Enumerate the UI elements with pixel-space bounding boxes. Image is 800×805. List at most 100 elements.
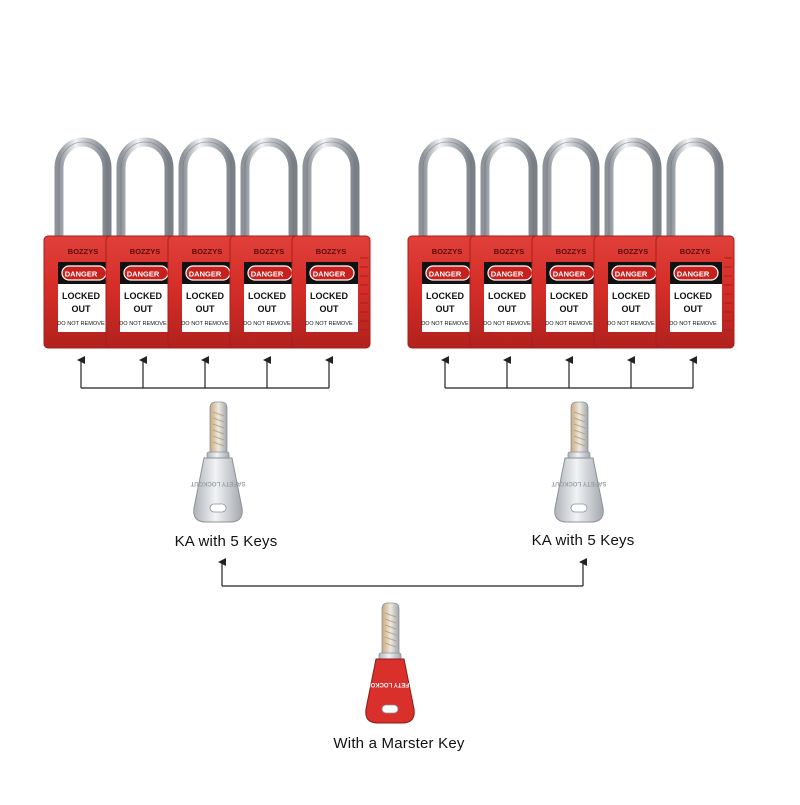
- danger-oval: [309, 265, 355, 281]
- tag-header-text: DANGER: [429, 270, 462, 279]
- key-cut: [573, 441, 586, 447]
- brand-text: BOZZYS: [68, 247, 98, 256]
- key-cut: [212, 435, 225, 441]
- tag-line1-text: LOCKED: [550, 291, 589, 301]
- shackle-outline: [182, 141, 232, 240]
- brand-text: BOZZYS: [130, 247, 160, 256]
- padlock-icon: BOZZYS DANGER LOCKED OUT DO NOT REMOVE: [43, 137, 123, 349]
- shackle-outline: [608, 141, 658, 240]
- brand-text: BOZZYS: [680, 247, 710, 256]
- tag-line1-text: LOCKED: [186, 291, 225, 301]
- key-head: [193, 457, 243, 523]
- key-hole: [209, 503, 227, 513]
- tag-header-text: DANGER: [491, 270, 524, 279]
- shackle-outline: [244, 141, 294, 240]
- key-cut: [573, 429, 586, 435]
- tag-header-text: DANGER: [615, 270, 648, 279]
- brand-text: BOZZYS: [254, 247, 284, 256]
- group-right: BOZZYS DANGER LOCKED OUT DO NOT REMOVE BOZZYS…: [407, 137, 735, 349]
- shackle: [542, 137, 600, 240]
- key-blade: [570, 401, 589, 455]
- group-left-key-label: KA with 5 Keys: [174, 533, 278, 550]
- group-right-connector: [441, 356, 697, 389]
- key-cut: [384, 642, 397, 648]
- tag-line2-text: OUT: [560, 304, 580, 314]
- tag-footer-text: DO NOT REMOVE: [181, 321, 229, 327]
- key-icon: SAFETY LOCKOUT: [551, 401, 606, 523]
- shackle: [480, 137, 538, 240]
- tag-footer-text: DO NOT REMOVE: [119, 321, 167, 327]
- key-cut: [573, 435, 586, 441]
- shackle-outline: [546, 141, 596, 240]
- tag-header-text: DANGER: [189, 270, 222, 279]
- group-right-key-label: KA with 5 Keys: [531, 532, 635, 549]
- key-head: [365, 658, 415, 724]
- key-cut: [573, 423, 586, 429]
- key-cut: [384, 612, 397, 618]
- tag-footer-text: DO NOT REMOVE: [305, 321, 353, 327]
- master-key-icon: SAFETY LOCKOUT: [362, 602, 417, 724]
- key-head-text: SAFETY LOCKOUT: [551, 480, 606, 486]
- shackle-outline: [58, 141, 108, 240]
- tag-header-text: DANGER: [553, 270, 586, 279]
- shackle: [54, 137, 112, 240]
- shackle: [116, 137, 174, 240]
- tag-line1-text: LOCKED: [62, 291, 101, 301]
- tag-footer-text: DO NOT REMOVE: [57, 321, 105, 327]
- key-cut: [384, 630, 397, 636]
- key-blade: [209, 401, 228, 455]
- tag-footer-text: DO NOT REMOVE: [421, 321, 469, 327]
- key-cut: [384, 624, 397, 630]
- key-cut: [212, 417, 225, 423]
- shackle: [418, 137, 476, 240]
- connectors-layer: [77, 356, 697, 587]
- tag-line2-text: OUT: [684, 304, 704, 314]
- tag-line2-text: OUT: [134, 304, 154, 314]
- tag-header-text: DANGER: [251, 270, 284, 279]
- key-hole: [381, 704, 399, 714]
- tag-footer-text: DO NOT REMOVE: [607, 321, 655, 327]
- tag-footer-text: DO NOT REMOVE: [483, 321, 531, 327]
- key-cut: [212, 441, 225, 447]
- shackle-outline: [484, 141, 534, 240]
- key-head-text: SAFETY LOCKOUT: [190, 480, 245, 486]
- brand-text: BOZZYS: [316, 247, 346, 256]
- padlock-icon: BOZZYS DANGER LOCKED OUT DO NOT REMOVE: [531, 137, 611, 349]
- brand-text: BOZZYS: [556, 247, 586, 256]
- key-icon: SAFETY LOCKOUT: [190, 401, 245, 523]
- brand-text: BOZZYS: [192, 247, 222, 256]
- keys-layer: SAFETY LOCKOUT SAFETY LOCKOUT SAFETY LOCKO…: [190, 401, 606, 724]
- shackle-outline: [422, 141, 472, 240]
- shackle: [666, 137, 724, 240]
- key-cut: [212, 423, 225, 429]
- key-head: [554, 457, 604, 523]
- tag-line1-text: LOCKED: [488, 291, 527, 301]
- shackle-outline: [670, 141, 720, 240]
- tag-header-text: DANGER: [65, 270, 98, 279]
- danger-oval: [673, 265, 719, 281]
- master-key-label: With a Marster Key: [333, 735, 465, 752]
- tag-line2-text: OUT: [72, 304, 92, 314]
- key-cut: [384, 636, 397, 642]
- tag-header-text: DANGER: [313, 270, 346, 279]
- tag-line1-text: LOCKED: [124, 291, 163, 301]
- shackle-outline: [120, 141, 170, 240]
- tag-footer-text: DO NOT REMOVE: [669, 321, 717, 327]
- tag-line2-text: OUT: [622, 304, 642, 314]
- tag-footer-text: DO NOT REMOVE: [545, 321, 593, 327]
- tag-line2-text: OUT: [196, 304, 216, 314]
- shackle: [302, 137, 360, 240]
- shackle: [240, 137, 298, 240]
- key-hole: [570, 503, 588, 513]
- tag-line2-text: OUT: [320, 304, 340, 314]
- padlock-icon: BOZZYS DANGER LOCKED OUT DO NOT REMOVE: [167, 137, 247, 349]
- key-blade: [381, 602, 400, 656]
